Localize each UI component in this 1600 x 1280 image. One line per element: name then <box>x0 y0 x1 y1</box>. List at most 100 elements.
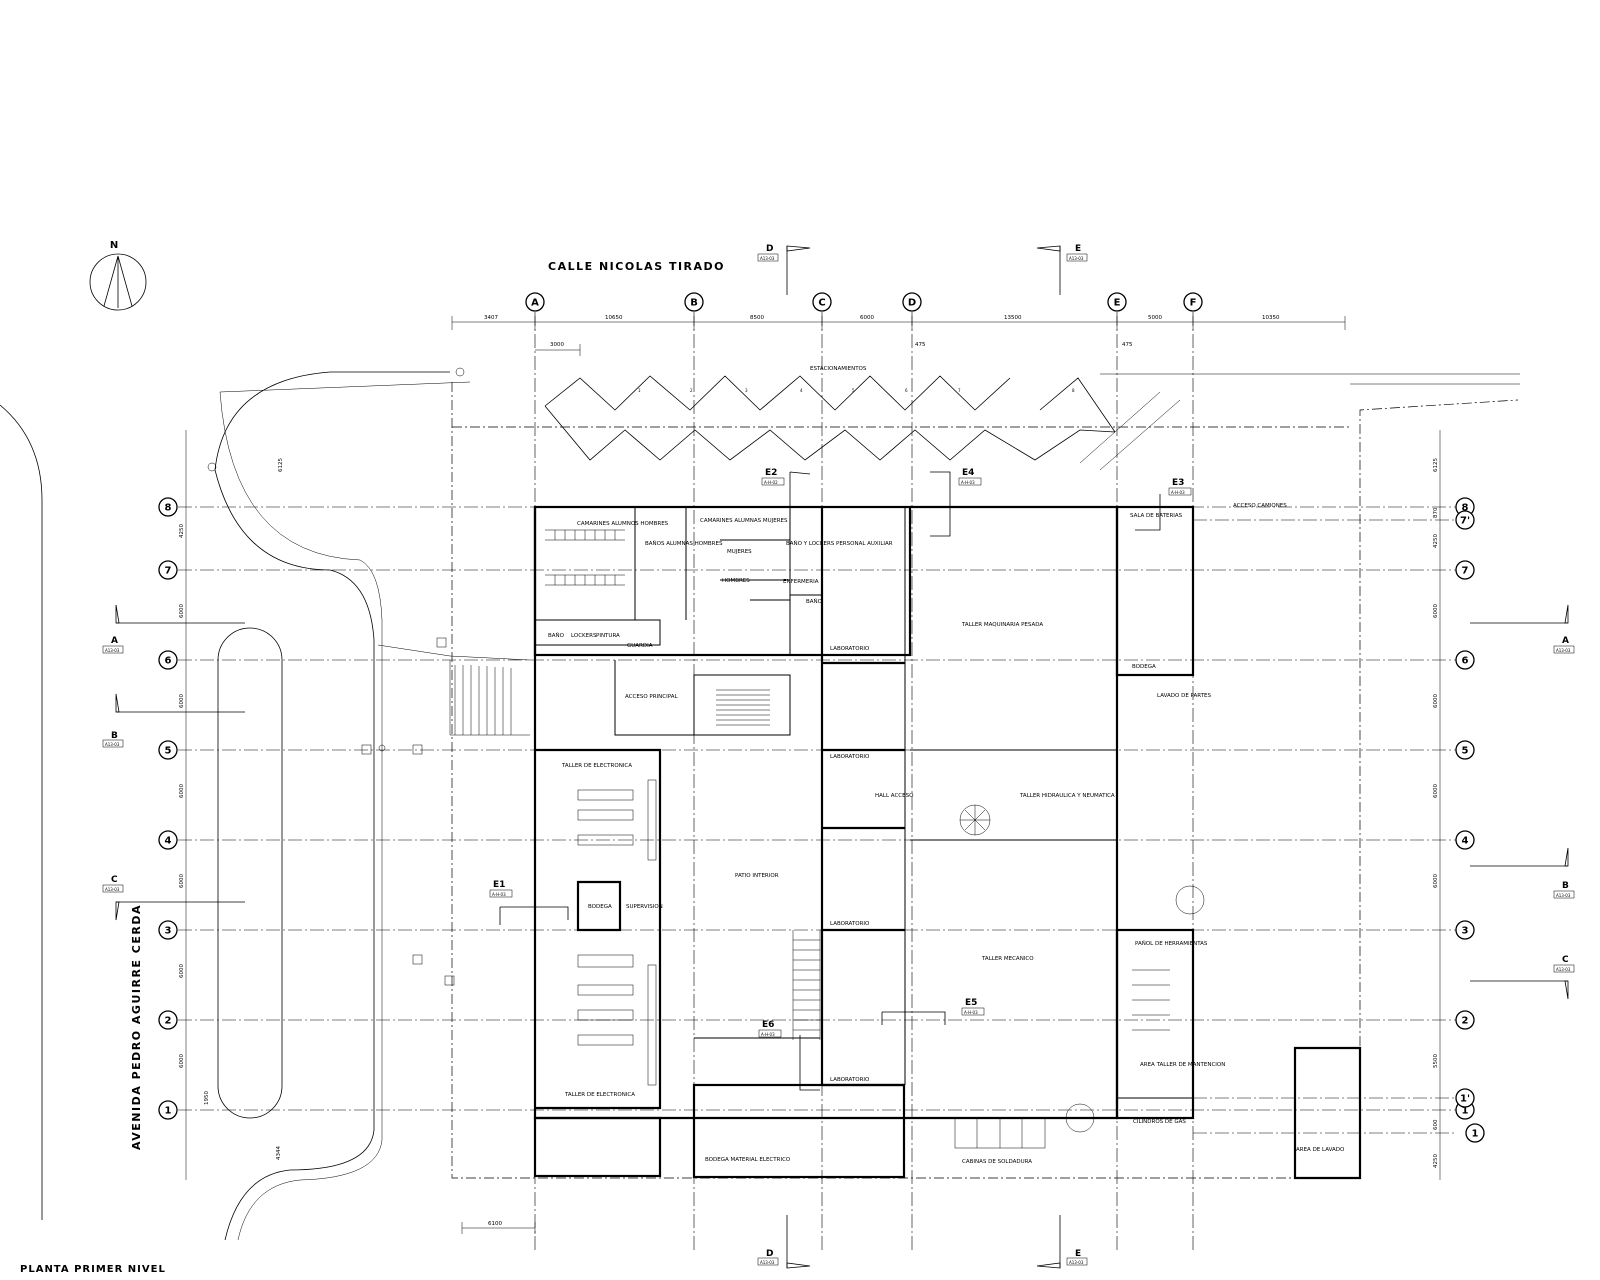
stair-icon <box>716 689 821 1040</box>
parking-area: ESTACIONAMIENTOS 1 2 3 4 5 6 7 8 <box>544 366 1181 471</box>
dimension-value: 6000 <box>179 694 185 708</box>
dimension-value: 6000 <box>1433 604 1439 618</box>
section-marker-b-left: B A13-03 <box>102 693 245 748</box>
section-marker-e-top: E A13-03 <box>1036 244 1088 295</box>
room-labels: CAMARINES ALUMNOS HOMBRES BAÑOS ALUMNAS … <box>548 503 1345 1165</box>
grid-row-left-8: 8 <box>158 497 178 517</box>
dimension-value: 6125 <box>1433 458 1439 472</box>
section-ref: A13-03 <box>760 1260 775 1265</box>
grid-row-left-4: 4 <box>158 830 178 850</box>
dimension-left: 6125 4250 6000 6000 6000 6000 6000 6000 … <box>179 430 284 1180</box>
grid-row-right-5: 5 <box>1455 740 1475 760</box>
dimension-value: 5000 <box>1148 315 1162 321</box>
room-taller-electronica-top: TALLER DE ELECTRONICA <box>561 763 632 769</box>
elevation-id: E3 <box>1172 478 1184 488</box>
parking-number: 3 <box>745 388 748 393</box>
grid-label: 7 <box>1462 566 1469 577</box>
section-letter: A <box>1562 636 1569 646</box>
grid-bubble-icon <box>1455 830 1475 850</box>
site-boundary <box>0 367 1520 1241</box>
dimension-value: 6000 <box>179 964 185 978</box>
grid-bubble-icon <box>1455 560 1475 580</box>
grid-bubble-icon <box>158 497 178 517</box>
section-letter: B <box>111 731 118 741</box>
dimension-value: 8500 <box>750 315 764 321</box>
section-marker-d-top: D A13-03 <box>757 244 811 295</box>
street-west-label: AVENIDA PEDRO AGUIRRE CERDA <box>130 904 143 1150</box>
section-ref: A13-03 <box>105 648 120 653</box>
dimension-value: 6125 <box>278 458 284 472</box>
room-pintura: PINTURA <box>596 633 620 639</box>
grid-bubble-icon <box>1183 292 1203 312</box>
grid-row-left-3: 3 <box>158 920 178 940</box>
elevation-marker-e3: E3 A-H-03 <box>1135 478 1192 531</box>
parking-number: 4 <box>800 388 803 393</box>
fixtures <box>545 529 1205 1149</box>
grid-label: 7 <box>165 566 172 577</box>
dimension-value: 6000 <box>1433 874 1439 888</box>
grid-bubble-icon <box>684 292 704 312</box>
section-letter: C <box>111 875 118 885</box>
grid-label: 2 <box>165 1016 172 1027</box>
grid-label: A <box>531 298 539 309</box>
grid-bubble-icon <box>158 740 178 760</box>
room-banos-hombres: BAÑOS ALUMNAS HOMBRES <box>645 540 723 547</box>
grid-column-d: D <box>902 292 922 312</box>
room-lockers: LOCKERS <box>571 633 597 639</box>
grid-label: 8 <box>1462 503 1469 514</box>
grid-row-left-5: 5 <box>158 740 178 760</box>
dimension-bottom: 6100 <box>461 1221 536 1234</box>
section-marker-e-bottom: E A13-03 <box>1036 1215 1088 1269</box>
dimension-value: 4250 <box>1433 1154 1439 1168</box>
building-walls <box>533 505 1362 1180</box>
section-ref: A13-03 <box>1556 648 1571 653</box>
elevation-marker-e4: E4 A-H-03 <box>930 468 982 537</box>
elevation-marker-e6: E6 A-H-03 <box>758 1020 820 1091</box>
grid-label: D <box>908 298 916 309</box>
room-panol: PAÑOL DE HERRAMIENTAS <box>1135 940 1208 947</box>
elevation-ref: A-H-03 <box>961 480 975 485</box>
grid-label: 7' <box>1460 516 1470 527</box>
north-label: N <box>110 240 118 251</box>
dimension-value: 6000 <box>1433 784 1439 798</box>
grid-label: 3 <box>1462 926 1469 937</box>
classroom-desks-icon <box>577 779 657 1086</box>
room-patio: PATIO INTERIOR <box>735 873 779 879</box>
room-bano-lockers: BAÑO Y LOCKERS PERSONAL AUXILIAR <box>786 540 893 547</box>
grid-row-left-7: 7 <box>158 560 178 580</box>
section-ref: A13-03 <box>105 887 120 892</box>
welding-cabins-icon <box>954 1117 1046 1149</box>
grid-label: 8 <box>165 503 172 514</box>
dimension-value: 6000 <box>179 874 185 888</box>
spiral-stair-icon <box>959 804 991 836</box>
grid-row-right-extra: 7' <box>1455 510 1475 530</box>
elevation-id: E5 <box>965 998 977 1008</box>
section-letter: D <box>766 244 773 254</box>
grid-label: 4 <box>1462 836 1469 847</box>
dimension-value: 4344 <box>276 1146 282 1160</box>
room-bano-m: BAÑO <box>548 632 565 639</box>
grid-label: E <box>1114 298 1121 309</box>
dimension-value: 6100 <box>488 1221 502 1227</box>
grid-column-f: F <box>1183 292 1203 312</box>
grid-label: 1 <box>1462 1106 1469 1117</box>
room-laboratorio-3: LABORATORIO <box>830 921 870 927</box>
dimension-value: 3407 <box>484 315 498 321</box>
parking-number: 2 <box>690 388 693 393</box>
grid-row-right-extra: 1 <box>1465 1123 1485 1143</box>
parking-number: 5 <box>852 388 855 393</box>
section-marker-d-bottom: D A13-03 <box>757 1215 811 1269</box>
structural-grid <box>178 312 1456 1250</box>
north-arrow-circle-icon <box>89 253 147 311</box>
dimension-value: 6000 <box>179 1054 185 1068</box>
room-hall: HALL ACCESO <box>875 793 914 799</box>
dimension-value: 475 <box>1122 342 1133 348</box>
grid-row-left-2: 2 <box>158 1010 178 1030</box>
room-enfermeria: ENFERMERIA <box>783 579 819 585</box>
room-camarines-mujeres: CAMARINES ALUMNAS MUJERES <box>700 518 788 524</box>
elevation-marker-e5: E5 A-H-03 <box>881 998 985 1025</box>
parking-number: 6 <box>905 388 908 393</box>
dimension-value: 600 <box>1433 1119 1439 1130</box>
section-ref: A13-03 <box>105 742 120 747</box>
